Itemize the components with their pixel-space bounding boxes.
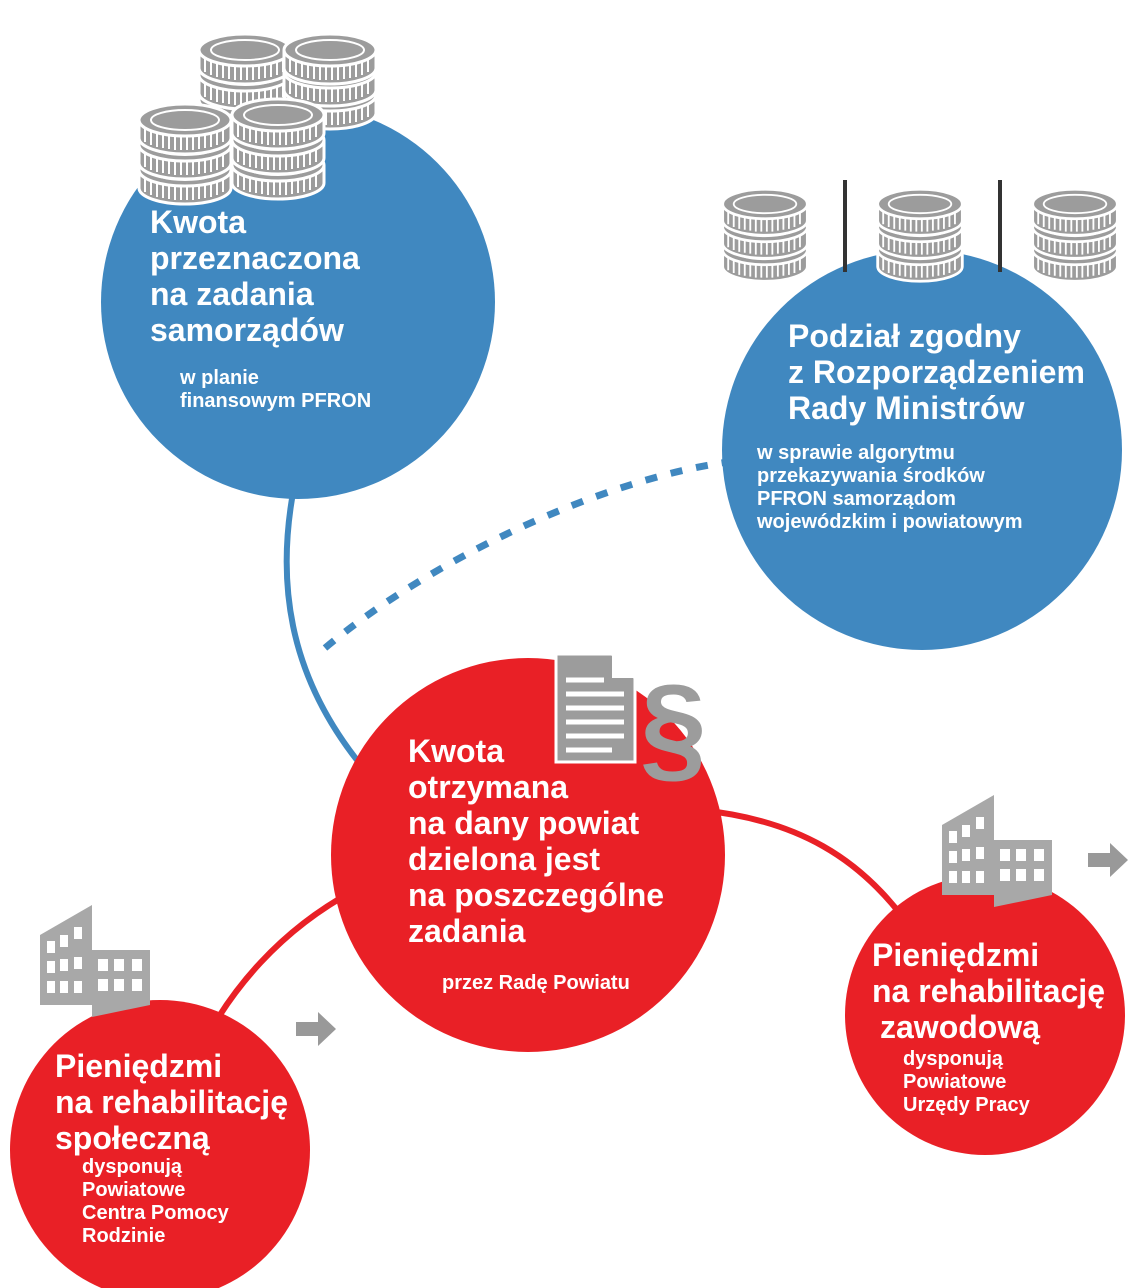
svg-text:§: § — [640, 660, 707, 794]
node-bottom-right-subtitle: dysponują Powiatowe Urzędy Pracy — [903, 1048, 1030, 1116]
arrow-right-icon — [1088, 843, 1128, 877]
document-paragraph-icon: § — [554, 652, 707, 794]
node-top-left-subtitle: w planie finansowym PFRON — [180, 367, 372, 412]
building-icon — [40, 905, 150, 1017]
node-center-subtitle: przez Radę Powiatu — [442, 972, 630, 994]
building-icon — [942, 795, 1052, 907]
coins-divided-icon — [721, 180, 1119, 283]
node-bottom-left-title: Pieniędzmi na rehabilitację społeczną — [55, 1048, 288, 1156]
arrow-right-icon — [296, 1012, 336, 1046]
connector-center-right — [699, 807, 908, 922]
node-top-right-circle — [722, 250, 1122, 650]
node-top-right-title: Podział zgodny z Rozporządzeniem Rady Mi… — [788, 318, 1085, 426]
node-bottom-right-circle — [845, 875, 1125, 1155]
node-top-left-title: Kwota przeznaczona na zadania samorządów — [150, 204, 360, 348]
node-bottom-left-circle — [10, 1000, 310, 1288]
connector-dotted — [322, 458, 729, 651]
node-center-title: Kwota otrzymana na dany powiat dzielona … — [408, 733, 665, 949]
node-bottom-right-title: Pieniędzmi na rehabilitację zawodową — [872, 937, 1105, 1045]
connector-top-left-center — [283, 459, 368, 772]
node-bottom-left-subtitle: dysponują Powiatowe Centra Pomocy Rodzin… — [82, 1156, 229, 1247]
node-top-right-subtitle: w sprawie algorytmu przekazywania środkó… — [757, 442, 1023, 533]
